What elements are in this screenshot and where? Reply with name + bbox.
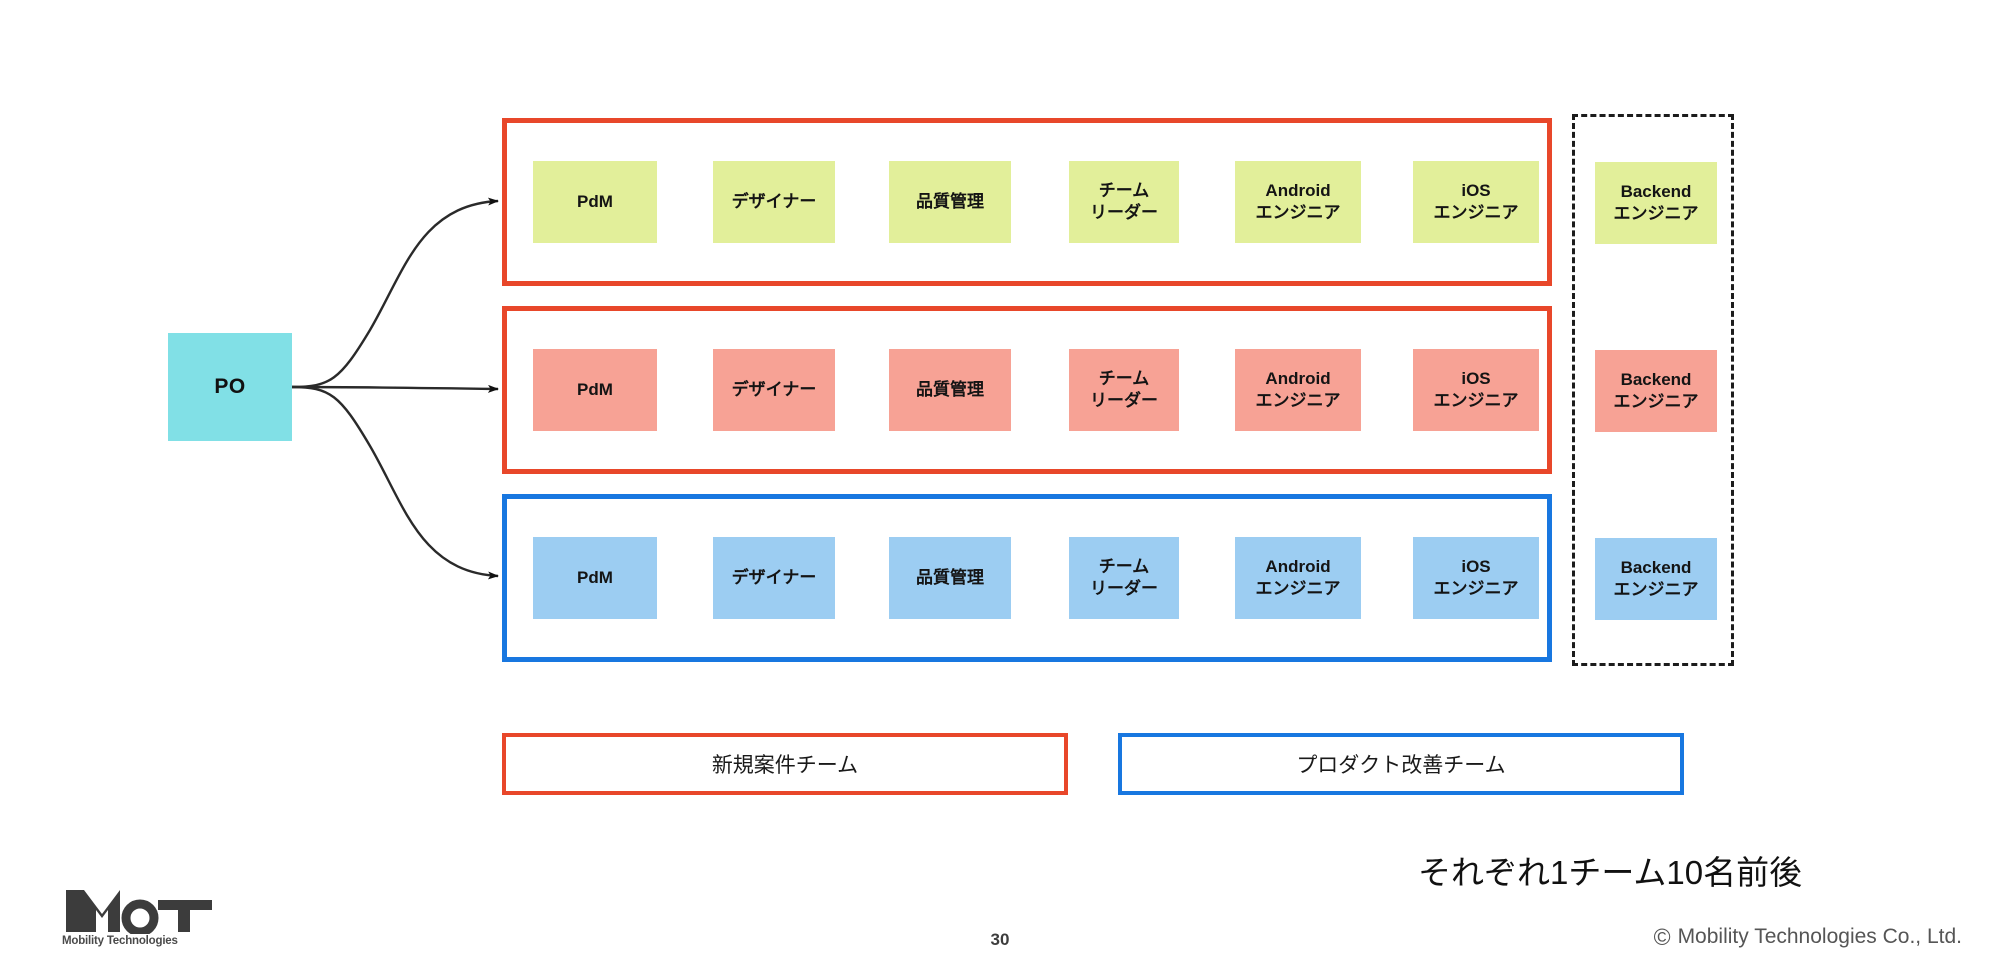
role-box-backend[interactable]: Backend エンジニア xyxy=(1595,538,1717,620)
copyright-text: Mobility Technologies Co., Ltd. xyxy=(1677,925,1962,948)
role-box-team-leader[interactable]: チーム リーダー xyxy=(1069,537,1179,619)
mobility-technologies-logo: Mobility Technologies xyxy=(62,888,222,954)
role-label-line1: Android xyxy=(1265,556,1331,576)
role-label-line1: PdM xyxy=(577,191,613,211)
role-box-ios[interactable]: iOS エンジニア xyxy=(1413,537,1539,619)
role-label-line1: デザイナー xyxy=(731,379,817,399)
mot-logo-icon xyxy=(66,890,212,934)
role-label-line2: エンジニア xyxy=(1613,392,1699,411)
copyright-icon: © xyxy=(1653,923,1671,950)
role-label-line1: チーム xyxy=(1098,180,1150,200)
backend-group-dashed-container: Backend エンジニア Backend エンジニア Backend エンジニ… xyxy=(1572,114,1734,666)
role-box-team-leader[interactable]: チーム リーダー xyxy=(1069,161,1179,243)
role-label-line1: Android xyxy=(1265,368,1331,388)
role-label-line1: Backend xyxy=(1620,369,1692,389)
legend-product-improvement-label: プロダクト改善チーム xyxy=(1296,754,1506,777)
role-label-line2: リーダー xyxy=(1090,579,1158,598)
role-box-designer[interactable]: デザイナー xyxy=(713,537,835,619)
team-row-1[interactable]: PdM デザイナー 品質管理 チーム リーダー Android エンジニア iO… xyxy=(502,118,1552,286)
role-box-android[interactable]: Android エンジニア xyxy=(1235,349,1361,431)
role-box-designer[interactable]: デザイナー xyxy=(713,349,835,431)
copyright-notice: © Mobility Technologies Co., Ltd. xyxy=(1654,925,1962,949)
role-box-android[interactable]: Android エンジニア xyxy=(1235,537,1361,619)
po-node[interactable]: PO xyxy=(168,333,292,441)
team-row-3[interactable]: PdM デザイナー 品質管理 チーム リーダー Android エンジニア iO… xyxy=(502,494,1552,662)
role-label-line2: リーダー xyxy=(1090,391,1158,410)
po-label: PO xyxy=(214,375,246,398)
arrow-to-team-3 xyxy=(291,385,499,580)
page-number: 30 xyxy=(990,930,1010,949)
role-label-line1: iOS xyxy=(1461,556,1491,576)
team-row-3-inner: PdM デザイナー 品質管理 チーム リーダー Android エンジニア iO… xyxy=(507,499,1547,657)
role-label-line1: PdM xyxy=(577,567,613,587)
legend-new-project-label: 新規案件チーム xyxy=(711,754,859,777)
role-label-line2: エンジニア xyxy=(1255,579,1341,598)
role-box-pdm[interactable]: PdM xyxy=(533,537,657,619)
role-label-line1: iOS xyxy=(1461,368,1491,388)
role-box-quality[interactable]: 品質管理 xyxy=(889,161,1011,243)
role-label-line2: エンジニア xyxy=(1433,391,1519,410)
role-box-quality[interactable]: 品質管理 xyxy=(889,349,1011,431)
team-size-annotation: それぞれ1チーム10名前後 xyxy=(1418,854,1803,891)
role-box-backend[interactable]: Backend エンジニア xyxy=(1595,350,1717,432)
role-label-line2: エンジニア xyxy=(1433,203,1519,222)
team-row-2-inner: PdM デザイナー 品質管理 チーム リーダー Android エンジニア iO… xyxy=(507,311,1547,469)
team-row-2[interactable]: PdM デザイナー 品質管理 チーム リーダー Android エンジニア iO… xyxy=(502,306,1552,474)
role-label-line2: エンジニア xyxy=(1613,204,1699,223)
role-label-line1: Android xyxy=(1265,180,1331,200)
role-box-designer[interactable]: デザイナー xyxy=(713,161,835,243)
logo-caption: Mobility Technologies xyxy=(62,935,178,947)
role-label-line2: リーダー xyxy=(1090,203,1158,222)
team-row-1-inner: PdM デザイナー 品質管理 チーム リーダー Android エンジニア iO… xyxy=(507,123,1547,281)
role-label-line1: チーム xyxy=(1098,556,1150,576)
role-label-line2: エンジニア xyxy=(1255,203,1341,222)
role-label-line1: チーム xyxy=(1098,368,1150,388)
role-label-line1: iOS xyxy=(1461,180,1491,200)
role-box-backend[interactable]: Backend エンジニア xyxy=(1595,162,1717,244)
legend-new-project-team[interactable]: 新規案件チーム xyxy=(502,733,1068,795)
arrow-to-team-2 xyxy=(291,384,499,393)
role-box-quality[interactable]: 品質管理 xyxy=(889,537,1011,619)
role-box-ios[interactable]: iOS エンジニア xyxy=(1413,349,1539,431)
role-label-line1: 品質管理 xyxy=(916,567,984,587)
role-label-line1: デザイナー xyxy=(731,567,817,587)
role-box-team-leader[interactable]: チーム リーダー xyxy=(1069,349,1179,431)
role-box-pdm[interactable]: PdM xyxy=(533,161,657,243)
role-box-android[interactable]: Android エンジニア xyxy=(1235,161,1361,243)
role-label-line1: Backend xyxy=(1620,557,1692,577)
role-box-ios[interactable]: iOS エンジニア xyxy=(1413,161,1539,243)
arrow-to-team-1 xyxy=(291,197,499,389)
role-label-line2: エンジニア xyxy=(1433,579,1519,598)
role-label-line1: デザイナー xyxy=(731,191,817,211)
role-box-pdm[interactable]: PdM xyxy=(533,349,657,431)
role-label-line1: PdM xyxy=(577,379,613,399)
legend-product-improvement-team[interactable]: プロダクト改善チーム xyxy=(1118,733,1684,795)
role-label-line1: Backend xyxy=(1620,181,1692,201)
role-label-line1: 品質管理 xyxy=(916,191,984,211)
role-label-line1: 品質管理 xyxy=(916,379,984,399)
role-label-line2: エンジニア xyxy=(1255,391,1341,410)
role-label-line2: エンジニア xyxy=(1613,580,1699,599)
